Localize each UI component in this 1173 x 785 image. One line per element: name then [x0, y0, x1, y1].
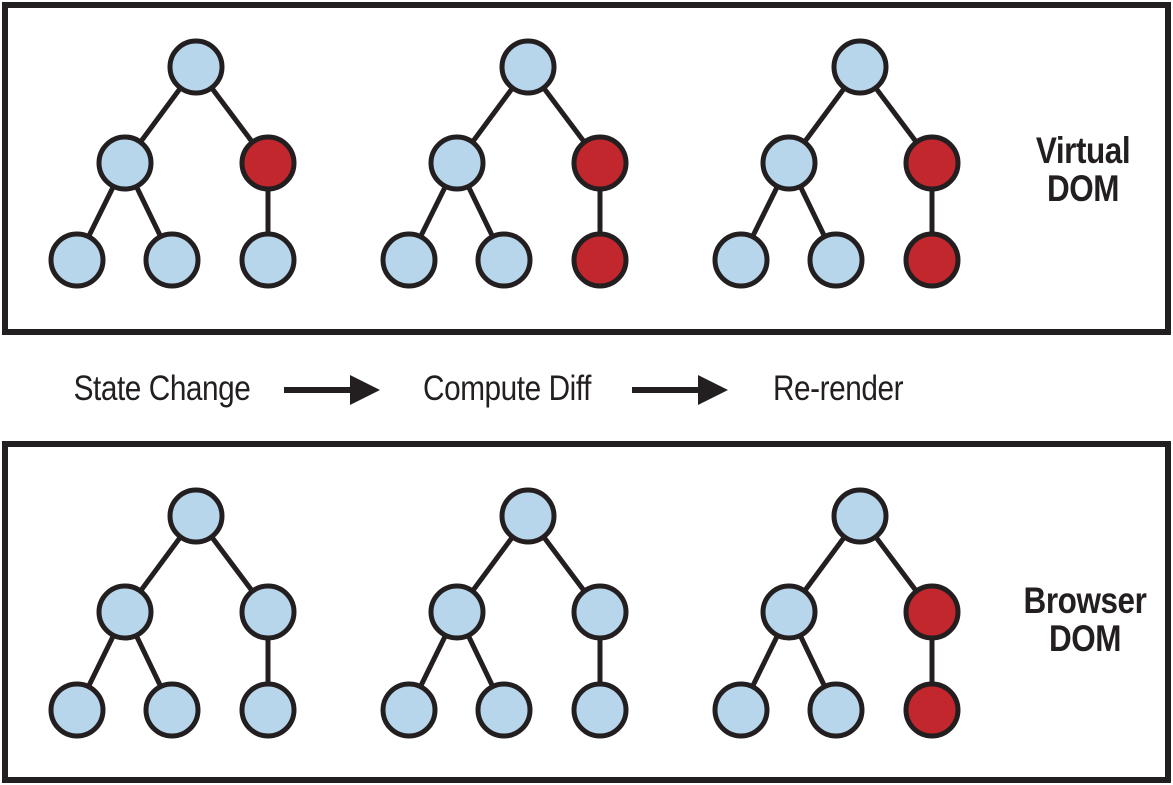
flow-step-compute-diff: Compute Diff [423, 369, 591, 408]
tree-node-red [239, 134, 297, 192]
tree-node-red [903, 583, 961, 641]
process-flow: State Change Compute Diff Re-render [0, 335, 1173, 441]
tree-node-blue [96, 134, 154, 192]
flow-step-state-change: State Change [73, 369, 251, 408]
tree-node-blue [807, 231, 865, 289]
tree-node-blue [475, 681, 533, 739]
tree-node-blue [239, 583, 297, 641]
right-arrow-icon [284, 375, 380, 405]
flow-step-re-render: Re-render [772, 369, 904, 408]
tree-node-blue [571, 583, 629, 641]
tree-node-blue [712, 231, 770, 289]
tree-node-blue [760, 583, 818, 641]
panel-browser-dom: Browser DOM [2, 441, 1171, 783]
tree-node-blue [831, 487, 889, 545]
tree-node-blue [239, 231, 297, 289]
tree-node-blue [380, 681, 438, 739]
tree-node-blue [712, 681, 770, 739]
tree-node-blue [760, 134, 818, 192]
right-arrow-icon [632, 375, 728, 405]
tree-node-blue [499, 487, 557, 545]
tree-node-red [903, 231, 961, 289]
tree-node-blue [167, 38, 225, 96]
tree-node-blue [380, 231, 438, 289]
tree-node-red [571, 134, 629, 192]
tree-node-blue [831, 38, 889, 96]
tree-node-blue [143, 231, 201, 289]
tree-node-blue [143, 681, 201, 739]
panel-virtual-dom: Virtual DOM [2, 2, 1171, 335]
tree-node-blue [48, 231, 106, 289]
virtual-dom-trees [48, 38, 961, 289]
tree-node-blue [475, 231, 533, 289]
panel-label-browser-dom: Browser DOM [1023, 580, 1147, 659]
tree-node-blue [96, 583, 154, 641]
tree-node-blue [807, 681, 865, 739]
browser-dom-trees [48, 487, 961, 739]
tree-node-blue [428, 583, 486, 641]
tree-node-red [903, 681, 961, 739]
tree-node-red [571, 231, 629, 289]
tree-node-blue [167, 487, 225, 545]
tree-node-blue [428, 134, 486, 192]
tree-node-blue [571, 681, 629, 739]
tree-node-blue [48, 681, 106, 739]
tree-node-red [903, 134, 961, 192]
panel-label-virtual-dom: Virtual DOM [1035, 130, 1131, 209]
tree-node-blue [499, 38, 557, 96]
tree-node-blue [239, 681, 297, 739]
